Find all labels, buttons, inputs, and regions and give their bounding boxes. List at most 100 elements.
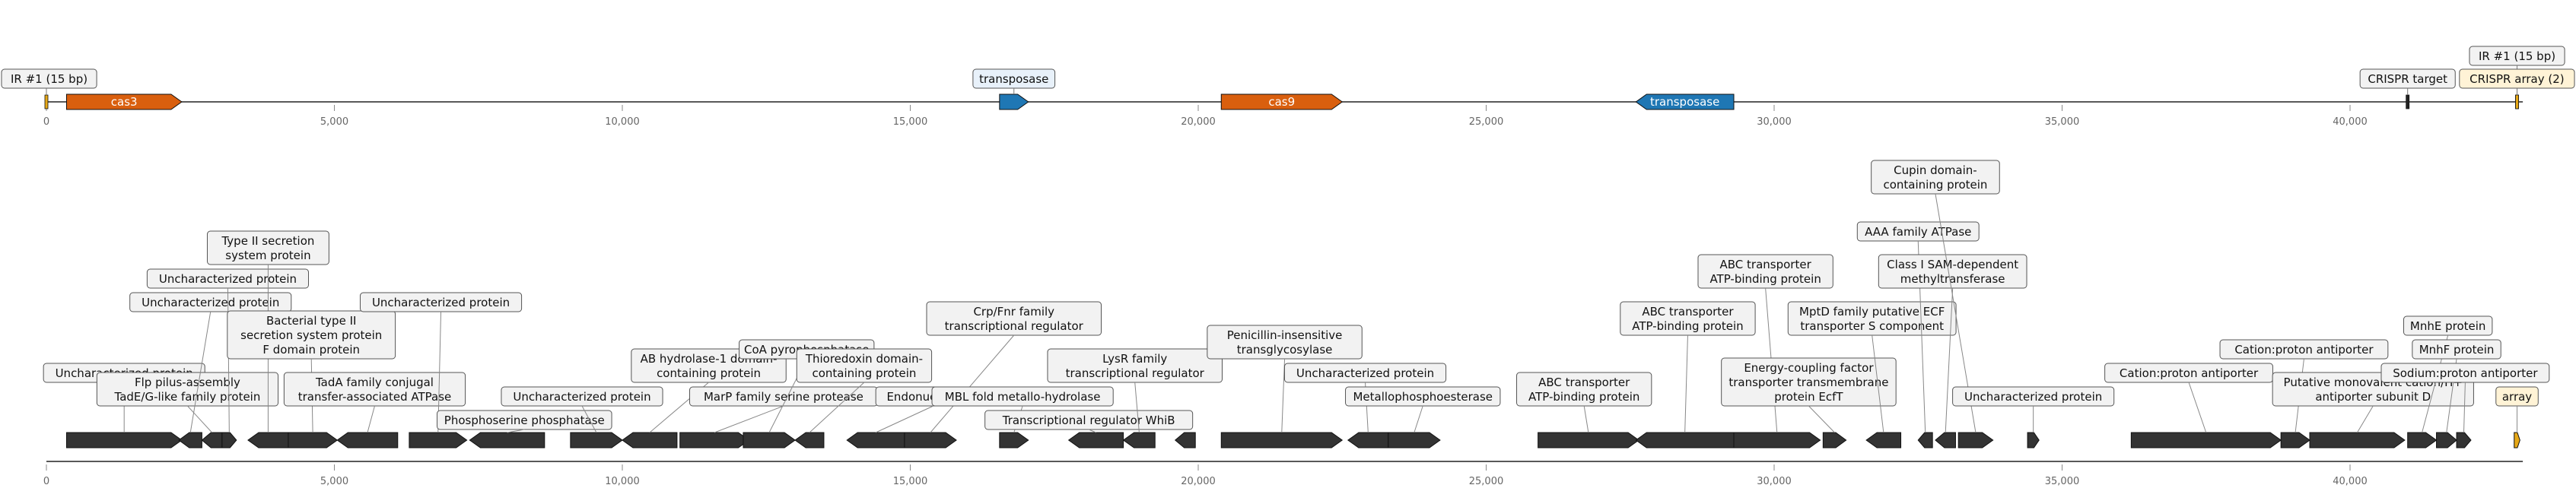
gene-arrow[interactable] <box>1067 432 1124 449</box>
gene-arrow[interactable] <box>201 432 223 449</box>
gene-leader-line <box>2357 405 2374 433</box>
gene-arrow[interactable] <box>221 432 237 449</box>
gene-label-8-text: Phosphoserine phosphatase <box>444 414 605 427</box>
top-feature-cas9[interactable] <box>1220 94 1344 110</box>
gene-label-20-text: transglycosylase <box>1237 343 1333 357</box>
gene-arrow[interactable] <box>2027 432 2040 449</box>
top-feature-transposase[interactable] <box>1635 94 1735 110</box>
gene-arrow[interactable] <box>2456 432 2472 449</box>
gene-arrow[interactable] <box>178 432 202 449</box>
gene-arrow[interactable] <box>2280 432 2310 449</box>
gene-arrow[interactable] <box>1822 432 1847 449</box>
gene-label-36-text: MnhF protein <box>2419 343 2495 357</box>
gene-arrow[interactable] <box>1635 432 1735 449</box>
gene-arrow[interactable] <box>1733 432 1821 449</box>
gene-label-35-text: MnhE protein <box>2410 319 2486 333</box>
top-marker[interactable] <box>2515 94 2519 109</box>
top-marker[interactable] <box>2406 94 2410 109</box>
bottom-tick-label: 35,000 <box>2045 476 2080 487</box>
gene-leader-line <box>1808 405 1835 433</box>
gene-label-5-text: F domain protein <box>262 343 360 357</box>
gene-label-11-text: MarP family serine protease <box>704 390 863 404</box>
gene-arrow[interactable] <box>679 432 750 449</box>
gene-arrow[interactable] <box>2309 432 2406 449</box>
gene-label-24-text: ATP-binding protein <box>1632 319 1743 333</box>
gene-arrow[interactable] <box>336 432 399 449</box>
gene-label-25-text: ATP-binding protein <box>1709 272 1821 286</box>
gene-label-13-box <box>796 348 933 383</box>
gene-label-32-text: Cation:proton antiporter <box>2120 366 2259 380</box>
gene-arrow[interactable] <box>743 432 796 449</box>
top-feature-label: transposase <box>1650 95 1719 109</box>
top-marker-label-2-text: IR #1 (15 bp) <box>2479 49 2555 63</box>
gene-label-21-text: Uncharacterized protein <box>1296 366 1434 380</box>
gene-label-6-text: TadA family conjugal <box>315 376 434 389</box>
top-feature-cas3[interactable] <box>65 94 183 110</box>
gene-label-32-box <box>2104 363 2273 383</box>
gene-label-26-text: transporter transmembrane <box>1728 376 1888 389</box>
gene-leader-line <box>714 405 784 433</box>
gene-label-13-text: Thioredoxin domain- <box>805 352 923 366</box>
top-tick-label: 15,000 <box>893 116 928 128</box>
gene-arrow[interactable] <box>1174 432 1196 449</box>
gene-leader-line <box>189 311 211 433</box>
gene-arrow[interactable] <box>1865 432 1902 449</box>
gene-label-2-text: Uncharacterized protein <box>142 296 279 309</box>
gene-arrow[interactable] <box>570 432 623 449</box>
bottom-tick-label: 10,000 <box>605 476 640 487</box>
gene-arrow[interactable] <box>1538 432 1639 449</box>
gene-leader-line <box>930 334 1015 433</box>
gene-arrow[interactable] <box>1957 432 1994 449</box>
gene-arrow[interactable] <box>2130 432 2282 449</box>
bottom-tick-label: 0 <box>43 476 49 487</box>
gene-arrow[interactable] <box>1220 432 1344 449</box>
gene-arrow[interactable] <box>1388 432 1441 449</box>
gene-label-1-text: Flp pilus-assembly <box>135 376 240 389</box>
gene-label-27-text: MptD family putative ECF <box>1799 305 1945 319</box>
gene-arrow[interactable] <box>846 432 905 449</box>
gene-leader-line <box>1088 429 1096 433</box>
top-marker-label-3-text: CRISPR array (2) <box>2469 72 2564 86</box>
gene-leader-line <box>1872 334 1884 433</box>
gene-label-23-text: ATP-binding protein <box>1528 390 1639 404</box>
gene-label-20-text: Penicillin-insensitive <box>1227 328 1343 342</box>
gene-label-10-text: containing protein <box>657 366 761 380</box>
gene-label-18-text: transcriptional regulator <box>1066 366 1205 380</box>
top-tick-label: 40,000 <box>2333 116 2368 128</box>
gene-arrow[interactable] <box>469 432 545 449</box>
gene-label-37-text: Sodium:proton antiporter <box>2393 366 2538 380</box>
gene-label-9-text: Uncharacterized protein <box>513 390 650 404</box>
top-marker-label-1-text: CRISPR target <box>2368 72 2447 86</box>
gene-label-26-text: Energy-coupling factor <box>1744 361 1874 375</box>
gene-label-29-text: Class I SAM-dependent <box>1887 258 2018 271</box>
gene-label-38-text: array <box>2502 390 2532 404</box>
gene-arrow[interactable] <box>65 432 183 449</box>
bottom-tick-label: 40,000 <box>2333 476 2368 487</box>
gene-leader-line <box>1945 287 1954 433</box>
gene-label-25-text: ABC transporter <box>1720 258 1812 271</box>
gene-arrow[interactable] <box>1122 432 1156 449</box>
gene-arrow[interactable] <box>794 432 825 449</box>
gene-label-1-text: TadE/G-like family protein <box>114 390 261 404</box>
gene-label-28-text: AAA family ATPase <box>1865 225 1971 239</box>
gene-label-26-text: protein EcfT <box>1774 390 1843 404</box>
gene-arrow[interactable] <box>2436 432 2457 449</box>
gene-arrow[interactable] <box>2407 432 2438 449</box>
top-feature-transposase[interactable] <box>999 94 1029 110</box>
gene-arrow[interactable] <box>1347 432 1389 449</box>
gene-arrow[interactable] <box>622 432 678 449</box>
gene-leader-line <box>875 405 933 433</box>
gene-leader-line <box>1134 382 1140 433</box>
top-marker[interactable] <box>44 94 49 109</box>
bottom-tick-label: 20,000 <box>1181 476 1216 487</box>
gene-arrow[interactable] <box>288 432 339 449</box>
gene-label-17-text: Transcriptional regulator WhiB <box>1002 414 1175 427</box>
gene-arrow[interactable] <box>409 432 468 449</box>
gene-arrow[interactable] <box>2514 432 2520 449</box>
gene-arrow[interactable] <box>1935 432 1956 449</box>
gene-arrow[interactable] <box>904 432 957 449</box>
top-tick-label: 30,000 <box>1757 116 1792 128</box>
gene-arrow[interactable] <box>1917 432 1933 449</box>
gene-arrow[interactable] <box>999 432 1029 449</box>
gene-arrow[interactable] <box>247 432 289 449</box>
